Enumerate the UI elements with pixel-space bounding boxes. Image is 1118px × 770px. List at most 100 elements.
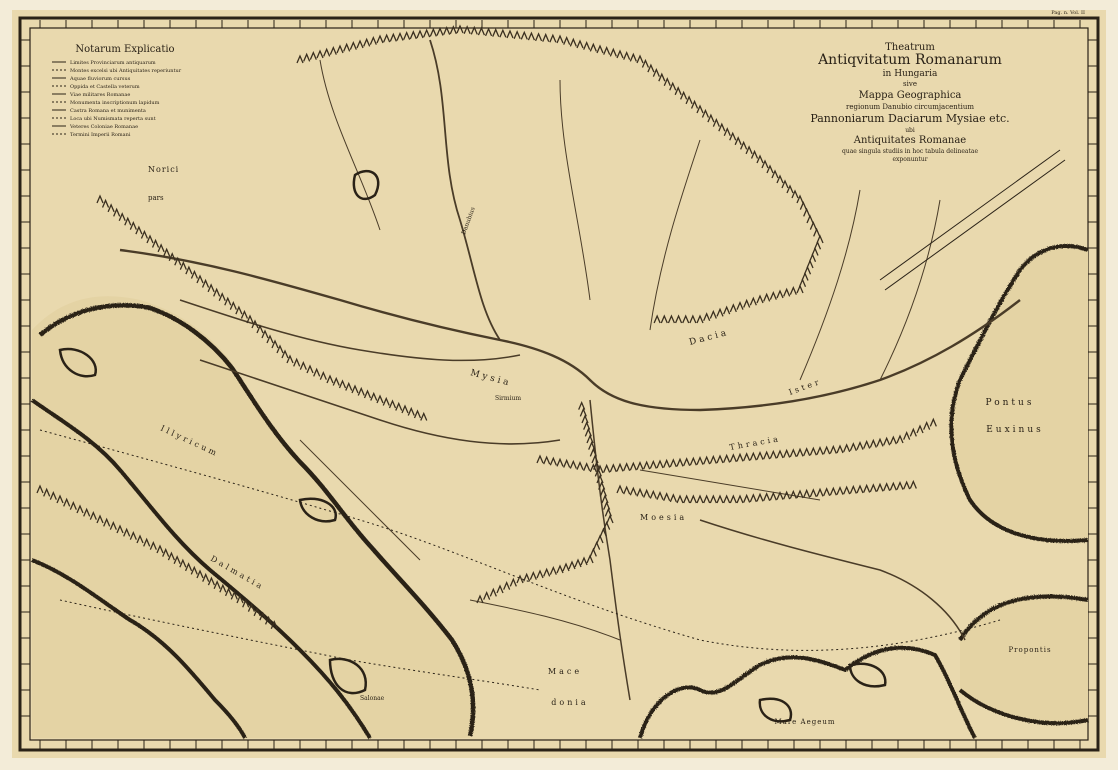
aegean-island-2 bbox=[848, 662, 887, 688]
mountain-hatch bbox=[776, 449, 784, 459]
mountain-hatch bbox=[123, 527, 131, 537]
mountain-hatch bbox=[823, 487, 831, 497]
river-savus bbox=[199, 359, 561, 445]
mountain-hatch bbox=[568, 560, 576, 570]
mountain-hatch bbox=[296, 54, 304, 64]
black-sea-coast bbox=[949, 244, 1089, 543]
road-northeast-2 bbox=[884, 159, 1066, 291]
mountain-hatch bbox=[776, 174, 784, 184]
mountain-hatch bbox=[174, 256, 182, 266]
mountain-hatch bbox=[236, 594, 244, 604]
mountain-hatch bbox=[556, 457, 564, 467]
mountain-hatch bbox=[883, 482, 891, 492]
title-line-7: Pannoniarum Daciarum Mysiae etc. bbox=[810, 112, 1009, 125]
mountain-hatch bbox=[703, 455, 711, 465]
mountain-hatch bbox=[856, 484, 864, 494]
mountain-hatch bbox=[789, 489, 797, 499]
mountain-hatch bbox=[674, 86, 682, 96]
legend-title: Notarum Explicatio bbox=[75, 44, 174, 55]
mountain-hatch bbox=[271, 339, 279, 349]
mountain-hatch bbox=[756, 451, 764, 460]
mountain-hatch bbox=[589, 447, 597, 457]
label-mace: Mace bbox=[548, 667, 582, 676]
mountain-hatch bbox=[667, 314, 676, 324]
river-minor-7 bbox=[639, 469, 821, 501]
corner-note: Pag. n. Vol. II bbox=[1051, 10, 1085, 16]
mountain-hatch bbox=[789, 448, 797, 458]
mountain-hatch bbox=[653, 314, 661, 324]
label-propontis: Propontis bbox=[1008, 646, 1051, 654]
mountain-hatch bbox=[749, 451, 757, 461]
mountain-hatch bbox=[389, 32, 397, 42]
legend-item: Termini Imperii Romani bbox=[70, 132, 131, 138]
mountain-hatch bbox=[616, 462, 624, 472]
mountain-hatch bbox=[809, 221, 817, 230]
mountain-hatch bbox=[869, 483, 877, 493]
mountain-hatch bbox=[703, 312, 711, 322]
mountain-hatch bbox=[370, 391, 378, 401]
mountain-hatch bbox=[329, 46, 337, 55]
mountain-hatch bbox=[756, 154, 764, 164]
mountain-hatch bbox=[703, 494, 711, 504]
mountain-hatch bbox=[319, 371, 327, 380]
mountain-hatch bbox=[270, 620, 278, 629]
mountain-hatch bbox=[660, 314, 668, 324]
label-pars: pars bbox=[148, 194, 164, 202]
mountain-hatch bbox=[230, 590, 238, 600]
mountain-hatch bbox=[696, 456, 704, 465]
mountain-hatch bbox=[162, 547, 170, 557]
mountain-hatch bbox=[589, 463, 597, 473]
mountain-hatch bbox=[743, 298, 751, 308]
mountain-hatch bbox=[574, 558, 582, 568]
mountain-hatch bbox=[543, 567, 551, 577]
mountain-hatch bbox=[604, 507, 612, 517]
mountain-hatch bbox=[909, 427, 917, 437]
mountain-hatch bbox=[213, 580, 221, 589]
mountain-hatch bbox=[652, 67, 660, 77]
mountain-hatch bbox=[140, 229, 149, 239]
mountain-hatch bbox=[489, 587, 497, 597]
mountain-hatch bbox=[803, 447, 811, 457]
mountain-hatch bbox=[483, 591, 491, 600]
legend-item: Veteres Coloniae Romanae bbox=[69, 124, 138, 130]
mountain-hatch bbox=[669, 81, 677, 91]
mountain-hatch bbox=[603, 501, 611, 510]
mountain-hatch bbox=[656, 491, 664, 500]
title-line-2: Antiqvitatum Romanarum bbox=[817, 52, 1002, 68]
mountain-hatch bbox=[49, 491, 57, 500]
mountain-hatch bbox=[643, 488, 651, 498]
mountain-hatch bbox=[591, 454, 599, 464]
mountain-hatch bbox=[609, 463, 617, 473]
road-northeast bbox=[879, 149, 1061, 281]
label-sirmium: Sirmium bbox=[495, 395, 521, 402]
mountain-hatch bbox=[669, 493, 677, 503]
mountain-hatch bbox=[816, 234, 824, 244]
label-noricum: Norici bbox=[148, 165, 179, 174]
mountain-hatch bbox=[729, 453, 737, 463]
mountain-hatch bbox=[219, 583, 227, 593]
mountain-hatch bbox=[281, 349, 289, 359]
title-line-10: quae singula studiis in hoc tabula delin… bbox=[842, 148, 978, 155]
mountain-hatch bbox=[798, 278, 807, 288]
mountain-hatch bbox=[286, 354, 294, 364]
title-line-1: Theatrum bbox=[885, 42, 935, 53]
mountain-hatch bbox=[616, 484, 624, 494]
mountain-hatch bbox=[184, 562, 193, 572]
mountain-hatch bbox=[916, 424, 924, 434]
mountain-hatch bbox=[716, 494, 724, 504]
mountain-hatch bbox=[786, 184, 794, 194]
mountain-hatch bbox=[579, 407, 587, 417]
mountain-hatch bbox=[363, 389, 372, 399]
mountain-hatch bbox=[745, 145, 753, 155]
mountain-hatch bbox=[407, 406, 415, 416]
mountain-hatch bbox=[196, 569, 204, 579]
mountain-hatch bbox=[76, 504, 84, 514]
mountain-hatch bbox=[313, 367, 321, 377]
mountain-hatch bbox=[196, 274, 204, 284]
mountain-hatch bbox=[401, 404, 409, 414]
mountain-hatch bbox=[803, 207, 811, 217]
mountain-hatch bbox=[253, 607, 261, 617]
legend-item: Oppida et Castella veterum bbox=[70, 84, 140, 90]
mountain-hatch bbox=[343, 42, 351, 52]
mountain-hatch bbox=[723, 305, 731, 315]
